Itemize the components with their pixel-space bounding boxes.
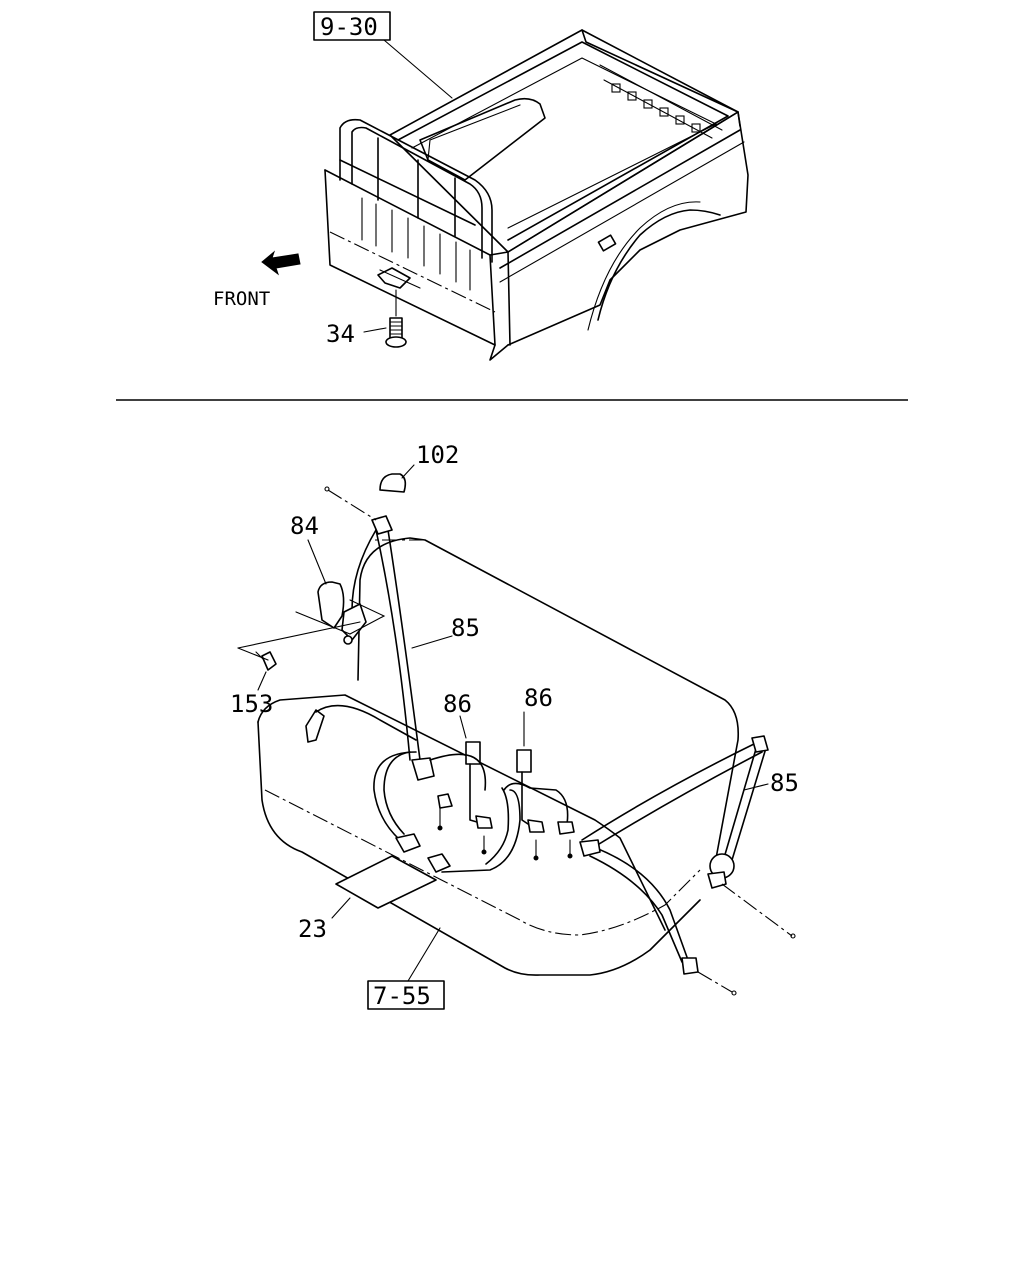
callout-85-left: 85 <box>451 614 480 642</box>
callout-84: 84 <box>290 512 319 540</box>
ref-box-9-30-label: 9-30 <box>320 13 378 41</box>
seat-belt-85-left <box>295 515 435 781</box>
screw-153-icon <box>255 651 277 671</box>
callout-23: 23 <box>298 915 327 943</box>
seat-belt-85-right <box>579 735 769 975</box>
ref-box-7-55 <box>367 980 445 1010</box>
front-arrow-icon <box>261 250 301 276</box>
callout-86-left: 86 <box>443 690 472 718</box>
cap-102-icon <box>379 473 407 493</box>
truck-bed-drawing <box>324 29 749 361</box>
pickup-bed-view: 34 FRONT 9-30 <box>213 11 749 361</box>
seat-belt-view: 102 84 85 153 86 <box>230 441 799 1010</box>
label-sheet-23 <box>335 855 437 909</box>
ref-box-9-30 <box>313 11 391 41</box>
callout-86-right: 86 <box>524 684 553 712</box>
callout-34: 34 <box>326 320 355 348</box>
callout-102: 102 <box>416 441 459 469</box>
bolt-34-icon <box>385 289 407 348</box>
cover-84-icon <box>317 581 345 629</box>
callout-85-right: 85 <box>770 769 799 797</box>
callout-153: 153 <box>230 690 273 718</box>
ref-box-7-55-label: 7-55 <box>373 982 431 1010</box>
front-label: FRONT <box>213 288 270 310</box>
buckle-86-right <box>516 749 545 833</box>
buckle-86-left <box>429 741 493 829</box>
